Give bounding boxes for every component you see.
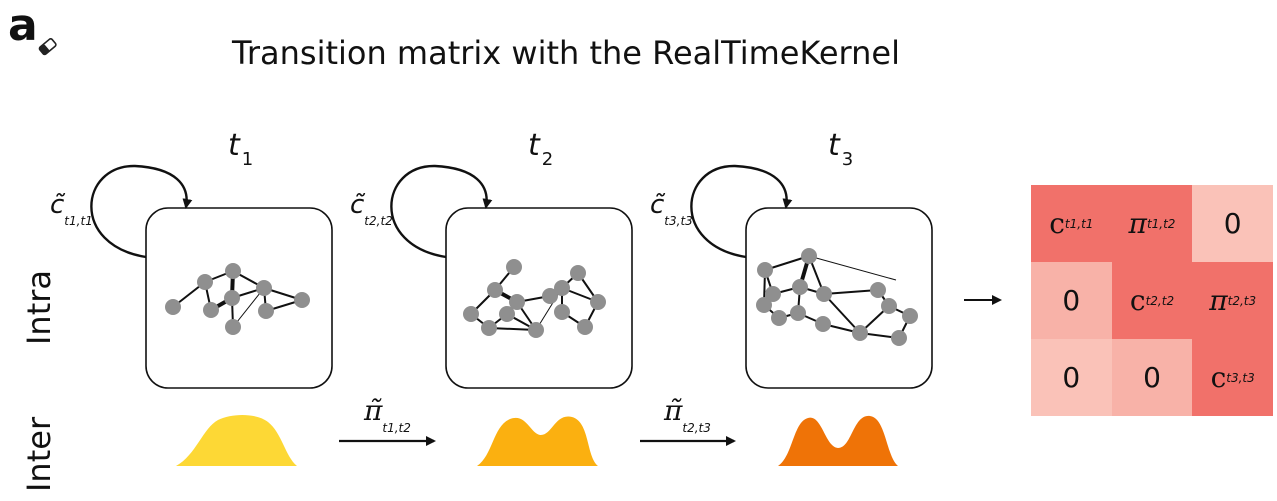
matrix-cell-3-1: 0 [1031, 339, 1112, 416]
graph-2-nodes [463, 259, 606, 338]
graph-3-nodes [756, 248, 918, 346]
panel-letter: a [8, 0, 38, 51]
eraser-icon [36, 36, 60, 62]
matrix-cell-1-3: 0 [1192, 185, 1273, 262]
matrix-cell-2-1: 0 [1031, 262, 1112, 339]
inter-label-1: π̃t1,t2 [364, 394, 411, 435]
graph-1-nodes [165, 263, 310, 335]
self-loop-label-2: c̃t2,t2 [350, 190, 393, 228]
distribution-1 [176, 414, 297, 466]
matrix-cell-3-2: 0 [1111, 339, 1193, 416]
distribution-2 [477, 416, 598, 466]
figure-title: Transition matrix with the RealTimeKerne… [232, 34, 900, 72]
self-loop-3 [690, 164, 793, 259]
self-loop-label-1: c̃t1,t1 [50, 190, 93, 228]
self-loop-label-3: c̃t3,t3 [650, 190, 693, 228]
self-loop-2 [390, 164, 493, 259]
inter-label-2: π̃t2,t3 [664, 394, 711, 435]
timepoint-3-box [745, 207, 933, 389]
distribution-3 [778, 415, 898, 466]
self-loop-1 [90, 164, 193, 259]
